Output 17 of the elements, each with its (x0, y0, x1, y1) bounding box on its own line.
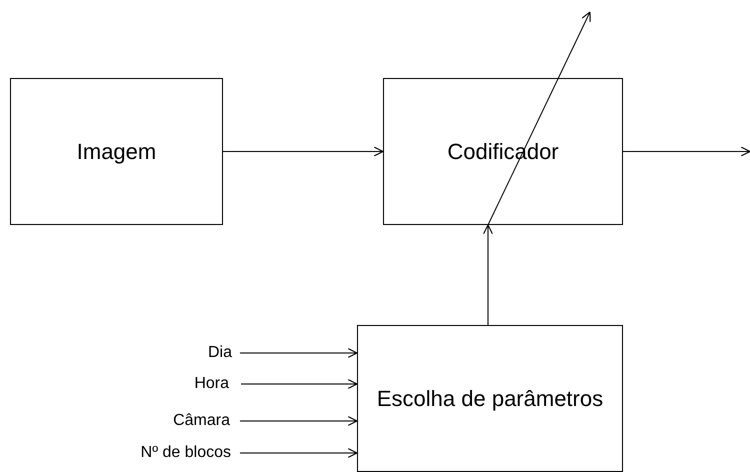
input-label: Dia (208, 344, 232, 361)
process-box (383, 78, 623, 225)
arrow (240, 348, 358, 358)
process-box (357, 325, 623, 472)
arrow (622, 146, 750, 157)
input-label: Hora (194, 375, 229, 392)
box-label: Imagem (76, 138, 156, 164)
process-box (10, 78, 223, 225)
input-label: Nº de blocos (140, 444, 231, 461)
arrow (240, 378, 358, 390)
arrow (222, 146, 384, 157)
input-label: Câmara (173, 412, 230, 429)
box-label: Escolha de parâmetros (376, 386, 604, 412)
arrow (240, 416, 358, 426)
arrow (240, 448, 358, 458)
arrow (488, 11, 591, 226)
arrow (482, 224, 494, 326)
